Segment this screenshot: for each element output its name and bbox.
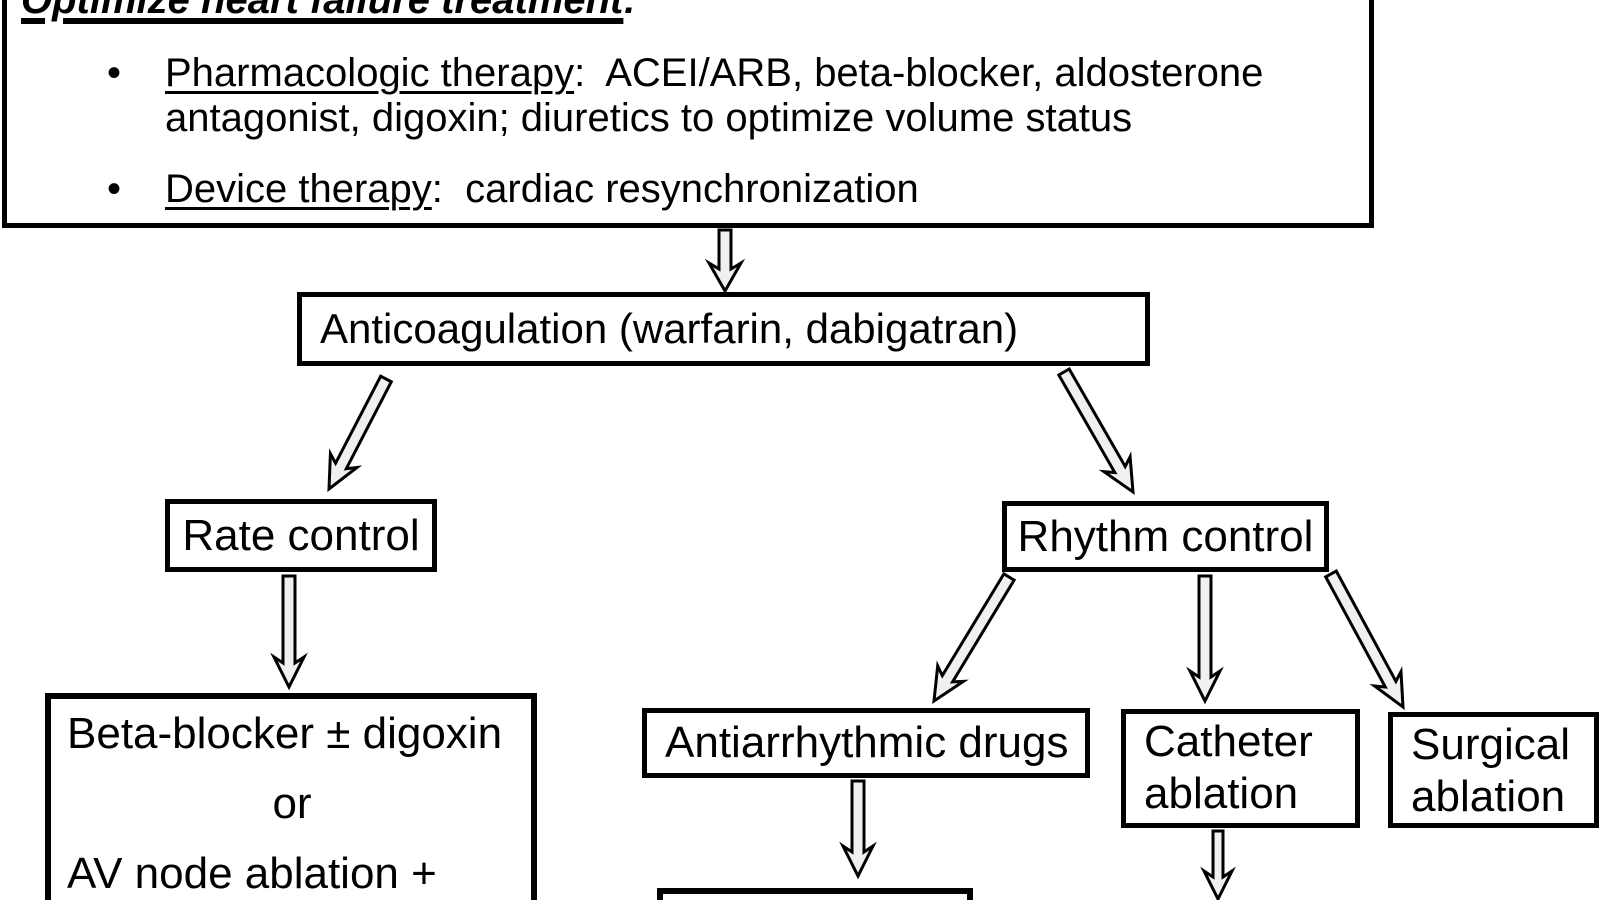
node-catheter-ablation: Catheter ablation (1121, 709, 1360, 828)
node-label: Anticoagulation (warfarin, dabigatran) (320, 305, 1019, 352)
bullet-item-pharmacologic: • Pharmacologic therapy: ACEI/ARB, beta-b… (21, 51, 1315, 141)
bullet-dot-icon: • (107, 167, 122, 211)
rate-option-or: or (272, 779, 312, 828)
bullet-item-device: • Device therapy: cardiac resynchronizati… (21, 167, 1315, 212)
node-label-line1: Catheter (1144, 717, 1313, 766)
bullet-text: : ACEI/ARB, beta-blocker, aldosterone an… (165, 51, 1275, 140)
arrow-rate-to-rate-options (270, 574, 308, 691)
bullet-text: : cardiac resynchronization (431, 167, 919, 211)
hf-bullet-list: • Pharmacologic therapy: ACEI/ARB, beta-b… (21, 51, 1349, 212)
arrow-rhythm-to-surgical (1323, 569, 1405, 711)
hf-title: Optimize heart failure treatment: (21, 0, 1349, 23)
node-label: Rhythm control (1017, 511, 1314, 561)
rate-option-line1: Beta-blocker ± digoxin (67, 709, 503, 758)
node-label-line2: ablation (1411, 772, 1566, 821)
node-surgical-ablation: Surgical ablation (1388, 712, 1599, 828)
node-label: Antiarrhythmic drugs (665, 718, 1069, 767)
node-rate-control-options: Beta-blocker ± digoxin or AV node ablati… (45, 693, 537, 900)
node-label: Rate control (182, 510, 420, 560)
bullet-label: Device therapy (165, 167, 432, 211)
hf-title-punct: : (623, 0, 637, 22)
arrow-antiarrhythmic-down (839, 779, 877, 880)
node-antiarrhythmic-drugs: Antiarrhythmic drugs (642, 708, 1090, 778)
arrow-catheter-down (1200, 829, 1236, 900)
arrow-hf-to-anticoagulation (704, 228, 746, 295)
arrow-anticoagulation-to-rhythm (1056, 366, 1135, 496)
node-rate-control: Rate control (165, 499, 437, 572)
hf-title-text: Optimize heart failure treatment (21, 0, 624, 22)
arrow-rhythm-to-catheter (1186, 574, 1224, 705)
node-anticoagulation: Anticoagulation (warfarin, dabigatran) (297, 292, 1150, 366)
node-optimize-heart-failure: Optimize heart failure treatment: • Pharm… (2, 0, 1374, 228)
node-rhythm-control: Rhythm control (1002, 501, 1329, 572)
bullet-label: Pharmacologic therapy (165, 51, 575, 95)
arrow-rhythm-to-antiarrhythmic (932, 571, 1017, 705)
node-label-line2: ablation (1144, 769, 1299, 818)
bullet-dot-icon: • (107, 51, 122, 95)
arrow-anticoagulation-to-rate (327, 374, 394, 493)
node-label-line1: Surgical (1411, 720, 1570, 769)
rate-option-line2: AV node ablation + (67, 849, 437, 898)
node-bottom-clipped (657, 888, 973, 900)
